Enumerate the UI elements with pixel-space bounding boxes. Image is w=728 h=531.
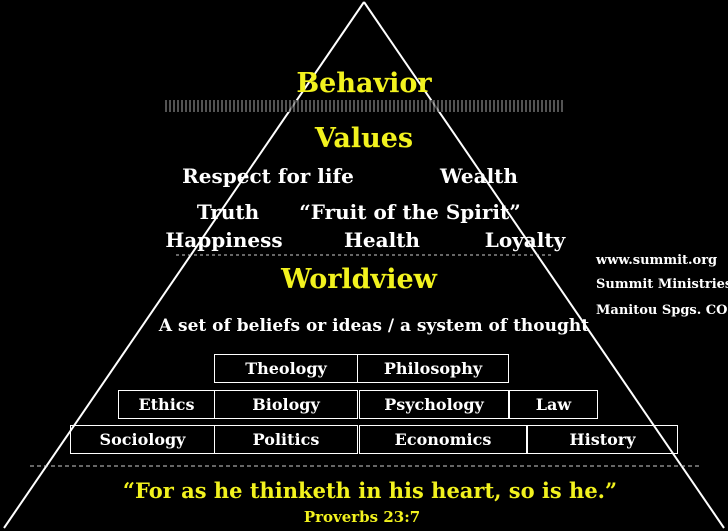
credit-website: www.summit.org	[596, 253, 718, 268]
value-health: Health	[344, 228, 420, 252]
scripture-reference: Proverbs 23:7	[303, 508, 421, 526]
behavior-label: Behavior	[296, 68, 432, 99]
value-happiness: Happiness	[165, 228, 283, 252]
discipline-politics: Politics	[214, 425, 358, 454]
value-respect-for-life: Respect for life	[182, 164, 354, 188]
discipline-law: Law	[509, 390, 598, 419]
discipline-biology: Biology	[214, 390, 358, 419]
discipline-ethics: Ethics	[118, 390, 215, 419]
behavior-divider	[165, 100, 565, 112]
value-loyalty: Loyalty	[484, 228, 566, 252]
discipline-economics: Economics	[359, 425, 527, 454]
value-wealth: Wealth	[440, 164, 518, 188]
credit-organization: Summit Ministries	[596, 277, 728, 292]
worldview-heading: Worldview	[281, 264, 437, 295]
worldview-definition: A set of beliefs or ideas / a system of …	[158, 316, 590, 336]
value-truth: Truth	[196, 200, 260, 224]
discipline-history: History	[527, 425, 678, 454]
discipline-psychology: Psychology	[359, 390, 509, 419]
discipline-sociology: Sociology	[70, 425, 215, 454]
scripture-quote: “For as he thinketh in his heart, so is …	[122, 478, 618, 503]
pyramid-left-edge	[3, 1, 365, 529]
discipline-philosophy: Philosophy	[357, 354, 509, 383]
value-fruit-of-the-spirit: “Fruit of the Spirit”	[299, 200, 521, 224]
discipline-theology: Theology	[214, 354, 358, 383]
credit-location: Manitou Spgs. CO	[596, 303, 728, 318]
values-heading: Values	[314, 123, 414, 154]
pyramid-right-edge	[363, 1, 725, 529]
